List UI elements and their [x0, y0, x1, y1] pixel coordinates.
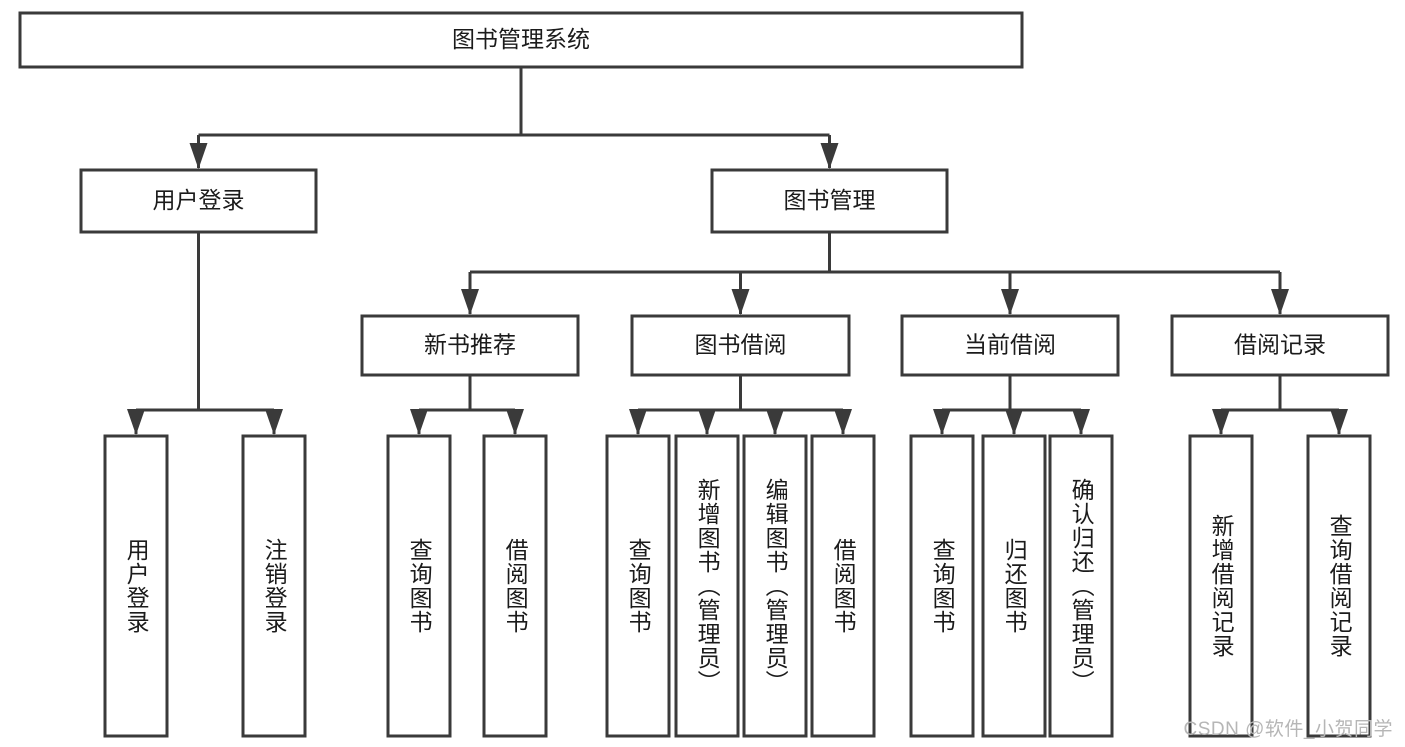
leaf-box-10[interactable] [1048, 434, 1114, 738]
arrow-head-icon [698, 409, 716, 435]
arrow-head-icon [461, 289, 479, 315]
leaf-box-12[interactable] [1306, 434, 1372, 738]
arrow-head-icon [1271, 289, 1289, 315]
leaf-box-5[interactable] [674, 434, 740, 738]
node-box-level3-0[interactable] [360, 314, 580, 377]
node-box-level3-2[interactable] [900, 314, 1120, 377]
node-label-level2-1: 图书管理 [784, 187, 876, 213]
arrow-head-icon [1330, 409, 1348, 435]
leaf-box-11[interactable] [1188, 434, 1254, 738]
node-box-level2-0[interactable] [79, 168, 318, 234]
leaf-box-2[interactable] [386, 434, 452, 738]
leaf-box-4[interactable] [605, 434, 671, 738]
arrow-head-icon [766, 409, 784, 435]
node-label-level3-2: 当前借阅 [964, 332, 1056, 358]
leaf-box-8[interactable] [909, 434, 975, 738]
arrow-head-icon [506, 409, 524, 435]
node-label-level3-0: 新书推荐 [424, 332, 516, 358]
node-box-level3-3[interactable] [1170, 314, 1390, 377]
node-box-level2-1[interactable] [710, 168, 949, 234]
arrow-head-icon [629, 409, 647, 435]
arrow-head-icon [1072, 409, 1090, 435]
arrow-head-icon [834, 409, 852, 435]
arrow-head-icon [731, 289, 750, 315]
watermark: CSDN @软件_小贺同学 [1183, 719, 1393, 740]
leaf-box-6[interactable] [742, 434, 808, 738]
node-box-level3-1[interactable] [630, 314, 851, 377]
node-label-level3-1: 图书借阅 [695, 332, 787, 358]
leaf-box-7[interactable] [810, 434, 876, 738]
node-label-level3-3: 借阅记录 [1234, 332, 1326, 358]
arrow-head-icon [1005, 409, 1023, 435]
leaf-box-0[interactable] [103, 434, 169, 738]
arrow-head-icon [820, 143, 839, 169]
arrow-head-icon [410, 409, 428, 435]
arrow-head-icon [1212, 409, 1230, 435]
arrow-head-icon [265, 409, 283, 435]
arrow-head-icon [127, 409, 145, 435]
connector-layer [127, 67, 1348, 435]
node-box-root[interactable] [18, 11, 1024, 69]
leaf-box-3[interactable] [482, 434, 548, 738]
leaf-box-9[interactable] [981, 434, 1047, 738]
node-label-root: 图书管理系统 [452, 26, 590, 52]
arrow-head-icon [933, 409, 951, 435]
node-label-level2-0: 用户登录 [153, 187, 245, 213]
leaf-box-1[interactable] [241, 434, 307, 738]
arrow-head-icon [1001, 289, 1019, 315]
arrow-head-icon [189, 143, 208, 169]
box-layer [18, 11, 1390, 738]
